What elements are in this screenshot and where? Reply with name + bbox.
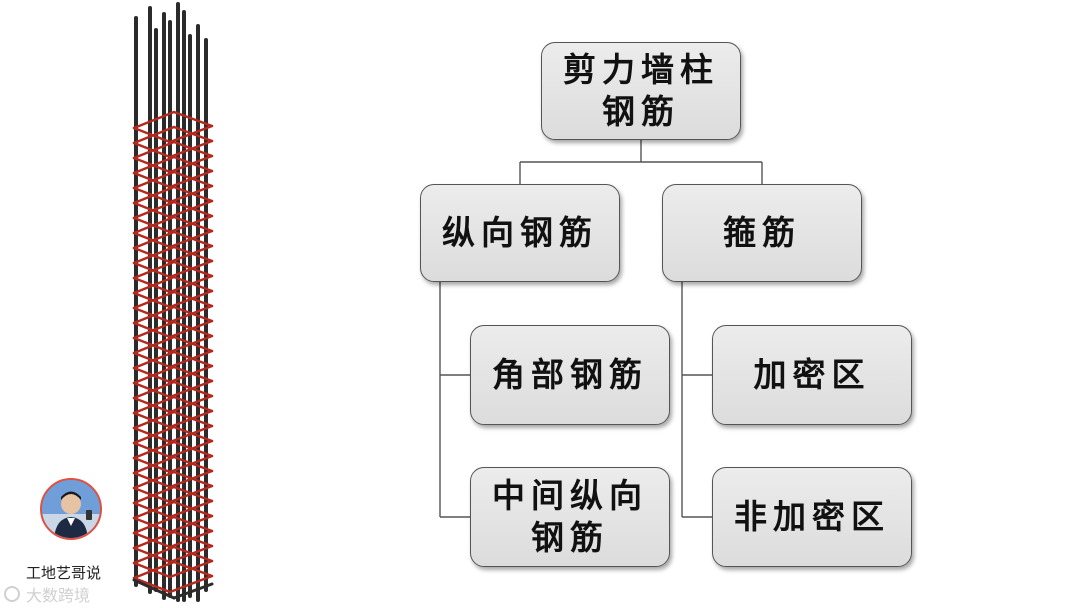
stirrup-ring	[132, 530, 176, 550]
rebar-base	[172, 582, 214, 600]
node-dense-zone: 加密区	[712, 325, 912, 425]
stirrup-ring	[172, 290, 214, 308]
stirrup-ring	[172, 140, 214, 158]
node-non-dense-zone: 非加密区	[712, 467, 912, 567]
stirrup-ring	[172, 230, 214, 248]
node-middle-line-2: 钢筋	[531, 518, 609, 557]
stirrup-ring	[132, 215, 176, 235]
stirrup-ring	[172, 320, 214, 338]
stirrup-ring	[132, 245, 176, 265]
stirrup-ring	[132, 500, 176, 520]
stirrup-ring	[172, 500, 214, 518]
node-dense-label: 加密区	[753, 355, 871, 394]
stirrup-ring	[172, 560, 214, 578]
stirrup-ring	[132, 410, 176, 430]
stirrup-ring	[132, 275, 176, 295]
stirrup-ring	[172, 185, 214, 203]
stirrup-ring	[172, 515, 214, 533]
stirrup-ring	[168, 574, 214, 594]
stirrup-ring	[132, 170, 176, 190]
stirrup-ring	[132, 185, 176, 205]
stirrup-ring	[132, 155, 176, 175]
stirrup-ring	[132, 365, 176, 385]
person-avatar-icon	[40, 478, 102, 540]
stirrup-ring	[132, 260, 176, 280]
stirrup-ring	[132, 305, 176, 325]
stirrup-ring	[172, 380, 214, 398]
stirrup-ring	[172, 365, 214, 383]
rebar-base	[132, 578, 176, 600]
stirrup-ring	[132, 290, 176, 310]
node-middle-line-1: 中间纵向	[492, 476, 648, 515]
node-root-line-2: 钢筋	[602, 92, 680, 131]
stirrup-ring	[132, 200, 176, 220]
stirrup-ring	[172, 275, 214, 293]
stirrup-ring	[172, 245, 214, 263]
node-root-line-1: 剪力墙柱	[563, 50, 719, 89]
stirrup-ring	[172, 125, 214, 143]
watermark-logo-icon	[4, 586, 20, 602]
stirrup-ring	[172, 545, 214, 563]
node-corner-rebar: 角部钢筋	[470, 325, 670, 425]
stirrup-ring	[132, 140, 176, 160]
author-name: 工地艺哥说	[26, 564, 102, 582]
stirrup-ring	[172, 440, 214, 458]
stirrup-ring	[132, 576, 172, 594]
stirrup-ring	[132, 485, 176, 505]
stirrup-ring	[172, 170, 214, 188]
node-non-dense-label: 非加密区	[734, 497, 890, 536]
stirrup-ring	[172, 335, 214, 353]
stirrup-ring	[172, 530, 214, 548]
stirrup-ring	[172, 485, 214, 503]
stirrup-ring	[132, 545, 176, 565]
rebar-cage-icon	[132, 2, 214, 602]
stirrup-ring	[172, 455, 214, 473]
stirrup-ring	[172, 200, 214, 218]
stirrup-ring	[172, 425, 214, 443]
node-corner-label: 角部钢筋	[492, 355, 648, 394]
node-middle-longitudinal-rebar: 中间纵向 钢筋	[470, 467, 670, 567]
node-longitudinal-label: 纵向钢筋	[442, 213, 598, 252]
stirrup-ring	[132, 335, 176, 355]
stirrup-ring	[172, 215, 214, 233]
watermark-text: 大数跨境	[26, 586, 91, 605]
node-stirrup-label: 箍筋	[723, 213, 801, 252]
stirrup-ring	[132, 125, 176, 145]
stirrup-ring	[172, 350, 214, 368]
stirrup-ring	[172, 305, 214, 323]
stirrup-ring	[172, 260, 214, 278]
stirrup-ring	[132, 110, 176, 130]
node-root-shear-wall-column-rebar: 剪力墙柱 钢筋	[541, 42, 741, 140]
stirrup-ring	[132, 395, 176, 415]
stirrup-ring	[132, 350, 176, 370]
stirrup-ring	[132, 560, 176, 580]
stirrup-ring	[132, 470, 176, 490]
stirrup-ring	[172, 110, 214, 128]
stirrup-ring	[172, 155, 214, 173]
stirrup-ring	[172, 395, 214, 413]
node-longitudinal-rebar: 纵向钢筋	[420, 184, 620, 282]
stirrup-ring	[132, 515, 176, 535]
stirrup-ring	[172, 470, 214, 488]
node-stirrup: 箍筋	[662, 184, 862, 282]
stirrup-ring	[132, 425, 176, 445]
stirrup-ring	[132, 320, 176, 340]
stirrup-ring	[132, 380, 176, 400]
watermark: 大数跨境	[4, 582, 90, 606]
stirrup-ring	[132, 440, 176, 460]
stirrup-ring	[172, 410, 214, 428]
stirrup-ring	[132, 230, 176, 250]
stirrup-ring	[132, 455, 176, 475]
